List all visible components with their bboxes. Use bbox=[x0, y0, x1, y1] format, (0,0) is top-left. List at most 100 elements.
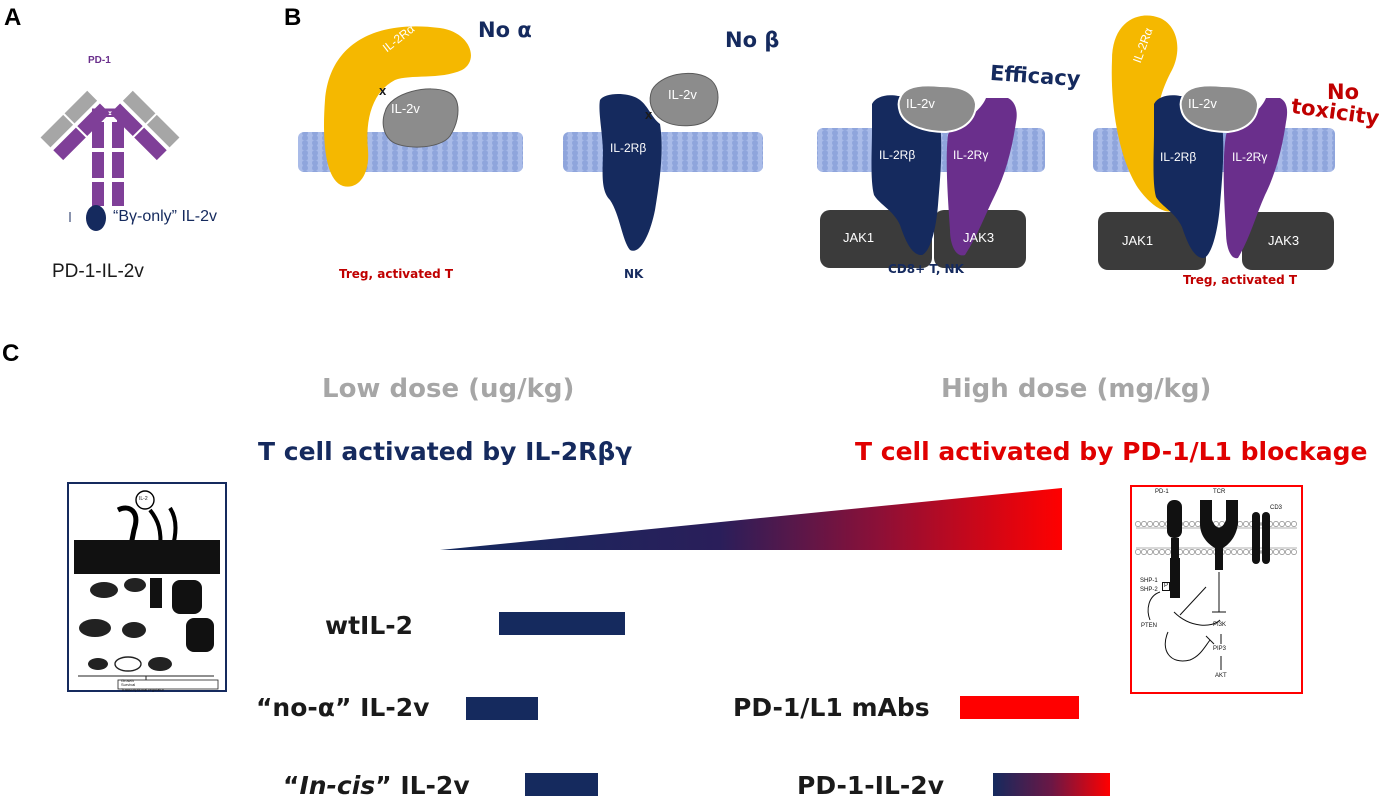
cell1-cross: x bbox=[379, 83, 387, 98]
lipid-head bbox=[1279, 521, 1285, 527]
in-cis-open-quote: “ bbox=[283, 771, 300, 800]
bar-in-cis bbox=[525, 773, 598, 796]
cell3-jak1-label: JAK1 bbox=[843, 230, 875, 245]
lipid-head bbox=[1237, 549, 1243, 555]
lipid-head bbox=[1147, 521, 1153, 527]
lipid-head bbox=[1285, 521, 1291, 527]
inset-cd3-label: CD3 bbox=[1270, 505, 1283, 511]
left-inset-il2-label: IL-2 bbox=[139, 496, 148, 502]
lipid-head bbox=[1231, 549, 1237, 555]
in-cis-word: In-cis bbox=[299, 771, 376, 800]
drug-in-cis: “In-cis” IL-2v bbox=[283, 771, 470, 800]
left-inset-growth: Growth bbox=[121, 678, 134, 683]
cell3-diagram bbox=[820, 84, 1026, 268]
lipid-head bbox=[1189, 521, 1195, 527]
inset-pi3k-label: PI3K bbox=[1213, 622, 1227, 628]
cell1-title: No α bbox=[478, 18, 532, 42]
cell4-beta-label: IL-2Rβ bbox=[1160, 150, 1197, 164]
lipid-head bbox=[1141, 521, 1147, 527]
pd1-label: PD-1 bbox=[88, 55, 111, 66]
cell4-jak3-label: JAK3 bbox=[1268, 233, 1300, 248]
il2v-label: “Bγ-only” IL-2v bbox=[113, 208, 218, 225]
panel-letter-b: B bbox=[284, 4, 302, 31]
panel-letter-c: C bbox=[2, 340, 20, 367]
cell2-caption: NK bbox=[624, 267, 644, 281]
cell4-title-line1: No bbox=[1327, 80, 1360, 104]
bar-pd1-il2v bbox=[993, 773, 1110, 796]
lipid-head bbox=[1225, 549, 1231, 555]
cell2-diagram bbox=[599, 72, 719, 251]
lipid-head bbox=[1291, 521, 1297, 527]
lipid-head bbox=[1273, 549, 1279, 555]
high-activation-label: T cell activated by PD-1/L1 blockage bbox=[855, 437, 1368, 466]
lipid-head bbox=[1147, 549, 1153, 555]
inset-shp1-label: SHP-1 bbox=[1140, 578, 1158, 584]
lipid-head bbox=[1159, 549, 1165, 555]
inset-pip3-label: PIP3 bbox=[1213, 646, 1227, 652]
cell4-diagram bbox=[1098, 15, 1334, 270]
lipid-head bbox=[1141, 549, 1147, 555]
lipid-head bbox=[1165, 549, 1171, 555]
cell1-caption: Treg, activated T bbox=[339, 267, 454, 281]
cell1-diagram bbox=[323, 26, 471, 187]
drug-wtil2: wtIL-2 bbox=[325, 611, 414, 640]
cell2-receptor-label: IL-2Rβ bbox=[610, 141, 647, 155]
left-inset-outcomes: Growth Survival bbox=[121, 679, 135, 687]
lipid-head bbox=[1189, 549, 1195, 555]
antibody-diagram bbox=[40, 90, 180, 231]
inset-akt-label: AKT bbox=[1215, 673, 1227, 679]
right-inset bbox=[1130, 485, 1303, 694]
dose-gradient-triangle bbox=[440, 488, 1062, 550]
lipid-head bbox=[1153, 549, 1159, 555]
lipid-head bbox=[1135, 521, 1141, 527]
cell3-ligand-label: IL-2v bbox=[906, 96, 935, 111]
construct-name: PD-1-IL-2v bbox=[52, 261, 144, 282]
lipid-head bbox=[1159, 521, 1165, 527]
lipid-head bbox=[1195, 521, 1201, 527]
cell4-caption: Treg, activated T bbox=[1183, 273, 1298, 287]
lipid-head bbox=[1285, 549, 1291, 555]
lipid-head bbox=[1153, 521, 1159, 527]
cell3-jak3-label: JAK3 bbox=[963, 230, 995, 245]
left-inset bbox=[67, 482, 227, 692]
inset-p-label: P bbox=[1162, 582, 1171, 591]
cell3-beta-label: IL-2Rβ bbox=[879, 148, 916, 162]
cell1-ligand-label: IL-2v bbox=[391, 101, 420, 116]
cell3-caption: CD8+ T, NK bbox=[888, 262, 964, 276]
inset-tcr-label: TCR bbox=[1213, 489, 1226, 495]
lipid-head bbox=[1237, 521, 1243, 527]
cell2-cross: x bbox=[645, 107, 653, 122]
cell4-gamma-label: IL-2Rγ bbox=[1232, 150, 1268, 164]
cell2-ligand-label: IL-2v bbox=[668, 87, 697, 102]
lipid-head bbox=[1195, 549, 1201, 555]
low-dose-label: Low dose (ug/kg) bbox=[322, 374, 575, 404]
high-dose-label: High dose (mg/kg) bbox=[941, 374, 1212, 404]
left-inset-transcription: Transcriptional regulator bbox=[121, 687, 164, 692]
low-activation-label: T cell activated by IL-2Rβγ bbox=[258, 437, 633, 466]
lipid-head bbox=[1207, 549, 1213, 555]
drug-pd1-mabs: PD-1/L1 mAbs bbox=[733, 693, 930, 722]
cell4-jak1-label: JAK1 bbox=[1122, 233, 1154, 248]
cell2-title: No β bbox=[725, 28, 780, 52]
lipid-head bbox=[1243, 549, 1249, 555]
bar-pd1-mabs bbox=[960, 696, 1079, 719]
drug-pd1-il2v: PD-1-IL-2v bbox=[797, 771, 944, 800]
inset-shp2-label: SHP-2 bbox=[1140, 587, 1158, 593]
bar-wtil2 bbox=[499, 612, 625, 635]
il2v-oval-icon bbox=[86, 205, 106, 231]
lipid-head bbox=[1273, 521, 1279, 527]
inset-pten-label: PTEN bbox=[1141, 623, 1158, 629]
in-cis-rest: ” IL-2v bbox=[375, 771, 470, 800]
lipid-head bbox=[1279, 549, 1285, 555]
lipid-head bbox=[1291, 549, 1297, 555]
cell4-ligand-label: IL-2v bbox=[1188, 96, 1217, 111]
lipid-head bbox=[1183, 521, 1189, 527]
lipid-head bbox=[1135, 549, 1141, 555]
cell3-gamma-label: IL-2Rγ bbox=[953, 148, 989, 162]
left-inset-survival: Survival bbox=[121, 682, 136, 687]
panel-letter-a: A bbox=[4, 4, 22, 31]
bar-no-alpha bbox=[466, 697, 538, 720]
drug-no-alpha: “no-α” IL-2v bbox=[256, 693, 430, 722]
inset-pd1-label: PD-1 bbox=[1155, 489, 1169, 495]
